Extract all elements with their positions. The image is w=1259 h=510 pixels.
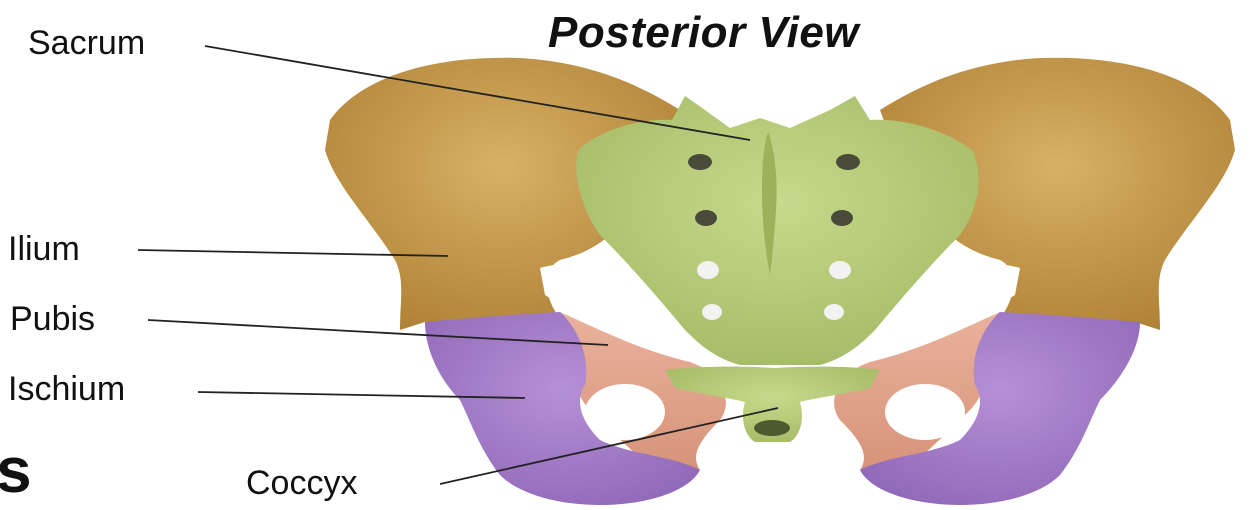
diagram-title: Posterior View [548, 8, 859, 58]
cropped-heading-fragment: s [0, 438, 32, 502]
label-ilium: Ilium [8, 232, 80, 266]
label-pubis: Pubis [10, 302, 95, 336]
coccyx-tip [754, 420, 790, 436]
sacrum-region [576, 96, 978, 365]
obturator-foramen-left [585, 384, 665, 440]
label-ischium: Ischium [8, 372, 125, 406]
label-sacrum: Sacrum [28, 26, 145, 60]
label-coccyx: Coccyx [246, 466, 357, 500]
obturator-foramen-right [885, 384, 965, 440]
